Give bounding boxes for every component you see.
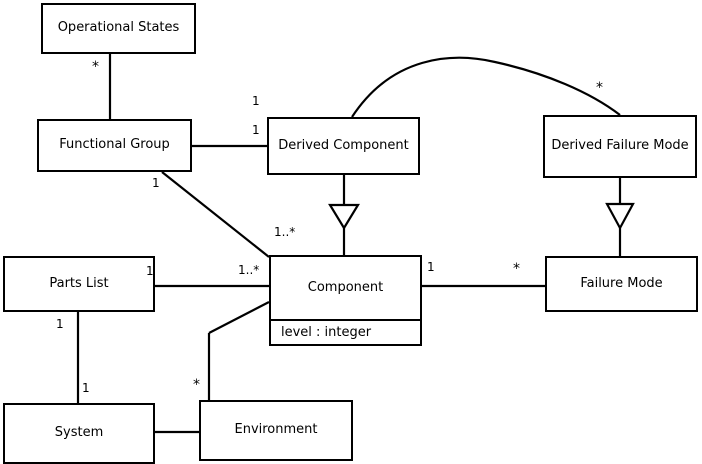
multiplicity-arc-one: 1 xyxy=(252,94,260,108)
class-name-system: System xyxy=(54,425,104,441)
class-box-derived-failure-mode[interactable]: Derived Failure Mode xyxy=(543,115,697,178)
class-attribute-component-level: level : integer xyxy=(271,319,420,344)
multiplicity-component-failuremode-star: * xyxy=(513,261,520,277)
class-box-system[interactable]: System xyxy=(3,403,155,464)
edge-component-environment-diagonal xyxy=(208,301,270,334)
multiplicity-component-failuremode-one: 1 xyxy=(427,260,435,274)
multiplicity-partslist-system-top-one: 1 xyxy=(56,317,64,331)
class-name-functional-group: Functional Group xyxy=(59,137,170,153)
class-box-derived-component[interactable]: Derived Component xyxy=(267,117,420,175)
multiplicity-functionalgroup-component-one-many: 1..* xyxy=(274,225,296,239)
multiplicity-component-environment-star: * xyxy=(193,377,200,393)
class-name-failure-mode: Failure Mode xyxy=(580,275,663,291)
multiplicity-partslist-one: 1 xyxy=(146,264,154,278)
multiplicity-functionalgroup-derivedcomponent-one: 1 xyxy=(252,123,260,137)
class-name-operational-states: Operational States xyxy=(57,20,180,36)
class-box-component[interactable]: Component level : integer xyxy=(269,255,422,346)
multiplicity-partslist-system-bottom-one: 1 xyxy=(82,381,90,395)
multiplicity-partslist-component-one-many: 1..* xyxy=(238,263,260,277)
multiplicity-functionalgroup-diagonal-one: 1 xyxy=(152,176,160,190)
class-name-derived-failure-mode: Derived Failure Mode xyxy=(551,138,689,154)
generalization-triangle-failuremode xyxy=(605,202,635,231)
generalization-triangle-component xyxy=(328,203,360,231)
class-box-operational-states[interactable]: Operational States xyxy=(41,3,196,54)
class-name-environment: Environment xyxy=(234,422,318,438)
class-box-parts-list[interactable]: Parts List xyxy=(3,256,155,312)
class-box-environment[interactable]: Environment xyxy=(199,400,353,461)
multiplicity-opstates-star: * xyxy=(92,59,99,75)
class-box-functional-group[interactable]: Functional Group xyxy=(37,119,192,172)
class-name-derived-component: Derived Component xyxy=(278,137,409,153)
class-name-parts-list: Parts List xyxy=(49,275,109,291)
edge-derivedcomponent-derivedfailuremode-arc xyxy=(351,56,621,118)
edge-functionalgroup-component xyxy=(161,171,270,258)
class-name-component: Component xyxy=(307,279,384,295)
multiplicity-arc-star: * xyxy=(596,80,603,96)
class-box-failure-mode[interactable]: Failure Mode xyxy=(545,256,698,312)
